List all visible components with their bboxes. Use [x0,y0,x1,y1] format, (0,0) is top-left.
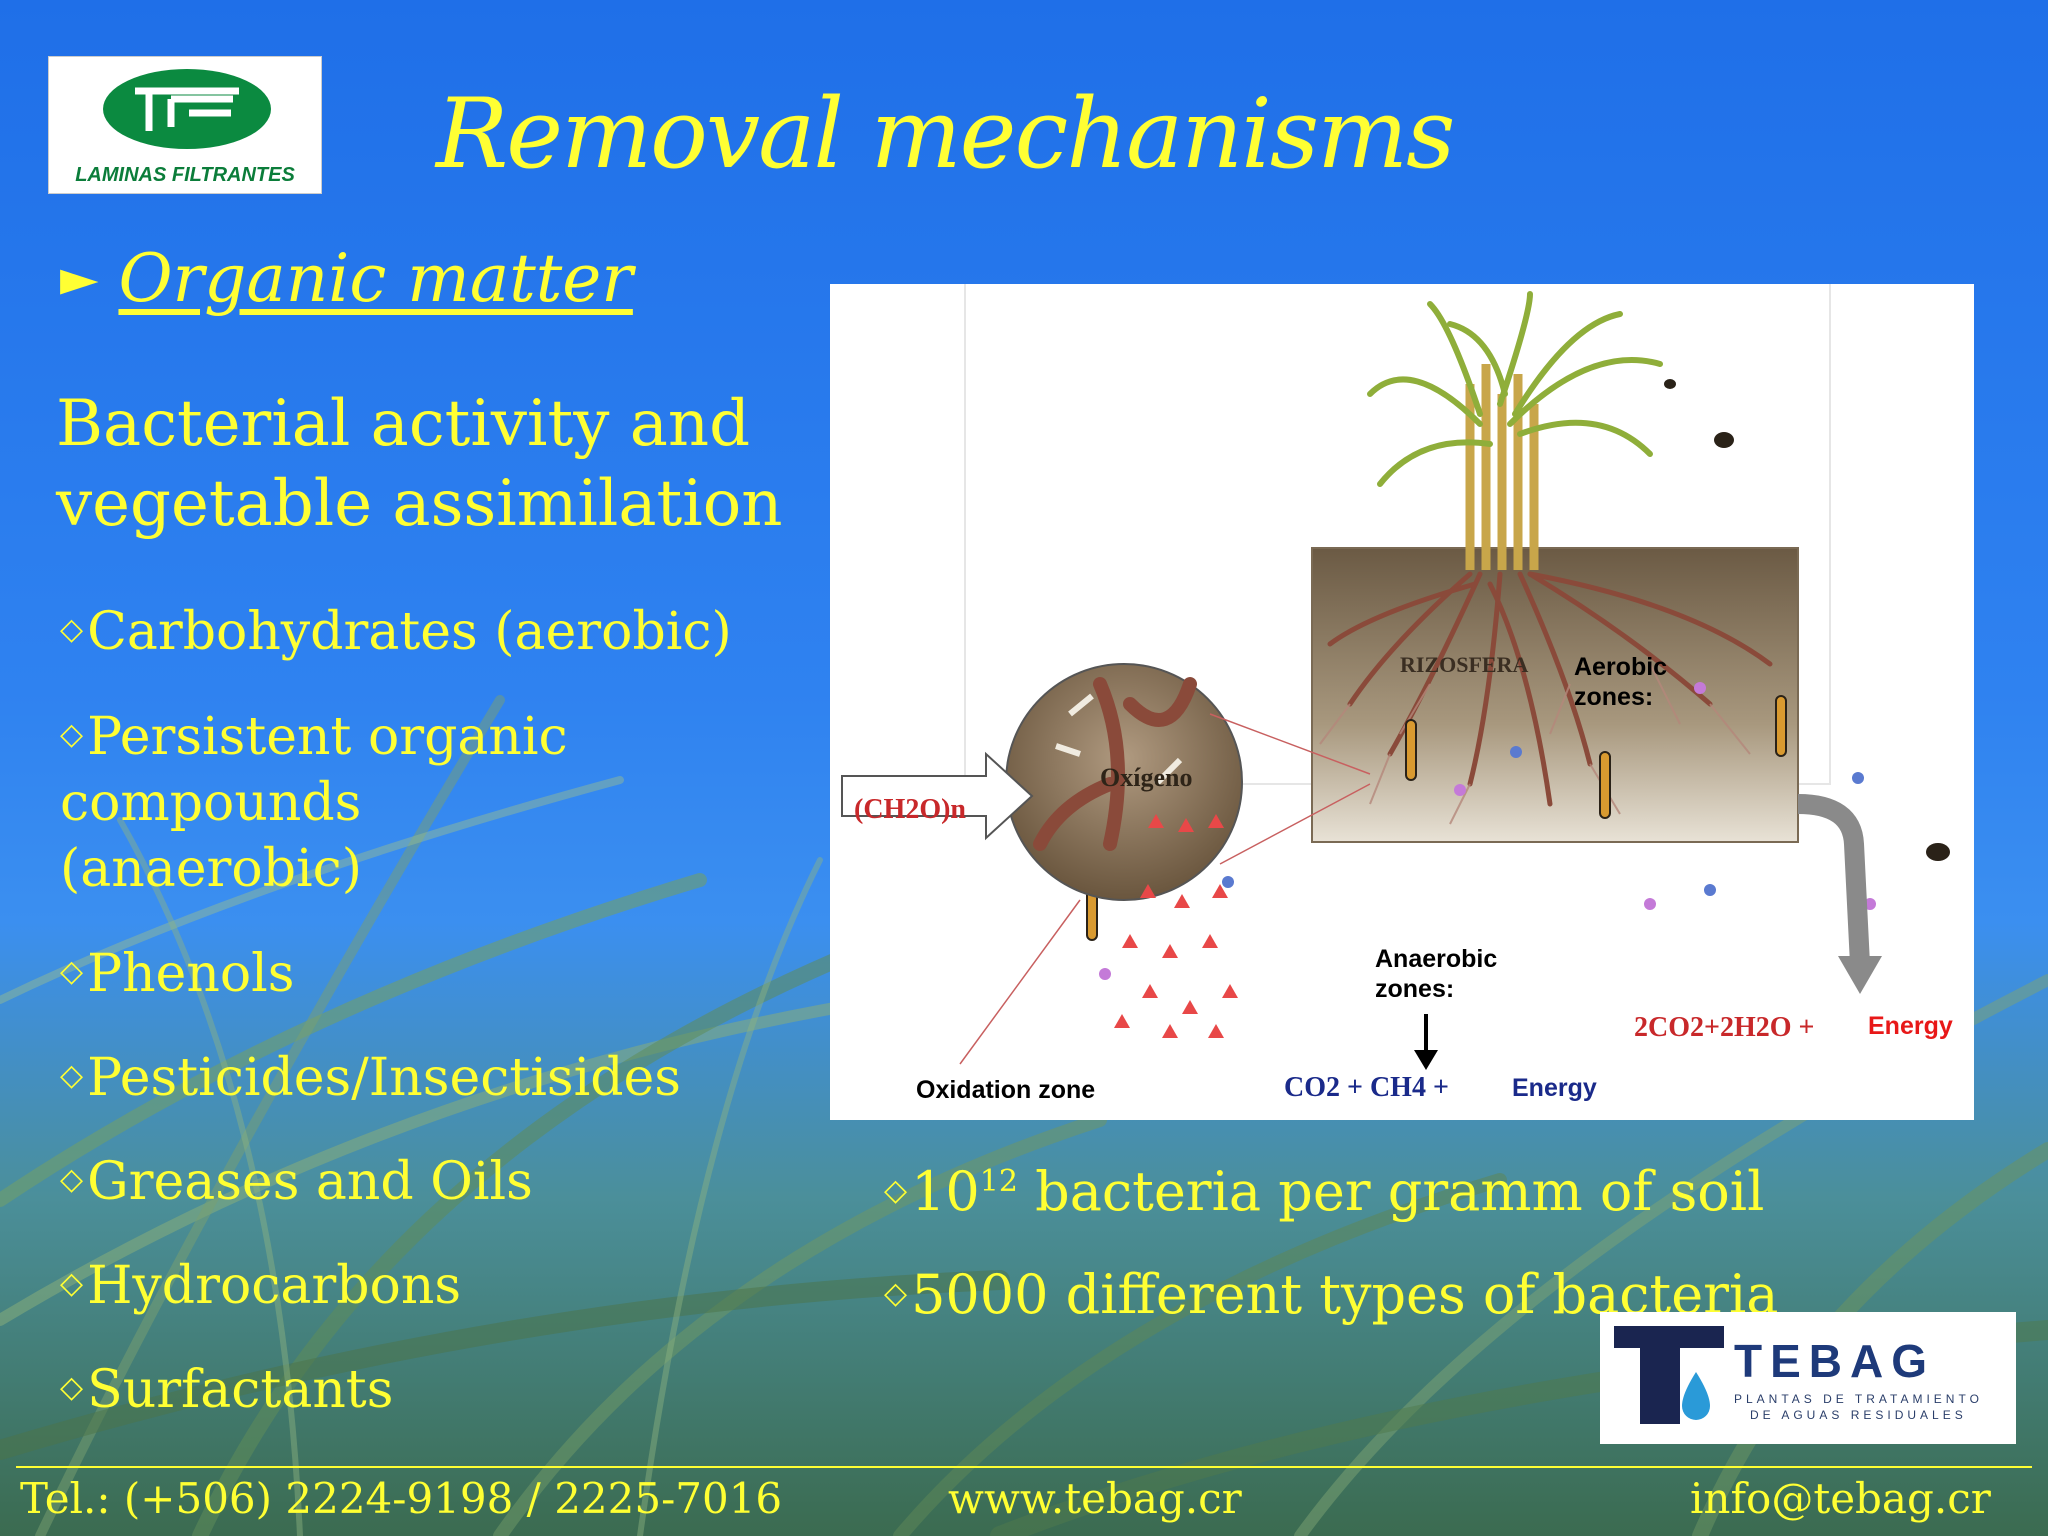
aerobic-zones-label: Aerobic zones: [1574,653,1668,711]
rizosfera-label: RIZOSFERA [1400,652,1528,677]
intro-line-2: vegetable assimilation [56,467,783,541]
list-item: ◇Carbohydrates (aerobic) [60,602,732,662]
tebag-logo: TEBAG PLANTAS DE TRATAMIENTO DE AGUAS RE… [1600,1312,2016,1444]
tebag-emblem-icon [1614,1326,1724,1424]
footer-divider [16,1466,2032,1468]
fact-bacteria-count: ◇1012 bacteria per gramm of soil [884,1160,1765,1223]
list-item: ◇Greases and Oils [60,1152,533,1212]
rhizosphere-diagram: RIZOSFERA Oxígeno (CH2O)n CO2 + CH4 + 2C… [830,284,1974,1120]
diamond-bullet-icon: ◇ [60,612,84,647]
diamond-bullet-icon: ◇ [884,1173,908,1208]
diamond-bullet-icon: ◇ [60,954,84,989]
tebag-subtitle-1: PLANTAS DE TRATAMIENTO [1734,1392,1983,1406]
anaerobic-zones-label: Anaerobic zones: [1375,945,1498,1003]
list-item: ◇Phenols [60,944,295,1004]
diamond-bullet-icon: ◇ [60,1370,84,1405]
input-formula-label: (CH2O)n [854,794,966,825]
diamond-bullet-icon: ◇ [60,1266,84,1301]
subheading-text: Organic matter [118,240,633,317]
rhizosphere-illustration: RIZOSFERA Oxígeno (CH2O)n CO2 + CH4 + 2C… [841,284,1950,1103]
list-item: ◇Surfactants [60,1360,394,1420]
aerobic-energy-label: Energy [1868,1012,1953,1040]
oxigeno-label: Oxígeno [1100,763,1192,792]
subheading: ► Organic matter [60,240,633,317]
footer-email[interactable]: info@tebag.cr [1690,1474,1991,1523]
anaerobic-formula: CO2 + CH4 + [1284,1072,1449,1103]
soil-block [1311,547,1799,843]
oxidation-zone-label: Oxidation zone [916,1076,1096,1104]
list-item: ◇Hydrocarbons [60,1256,462,1316]
list-item: ◇Pesticides/Insectisides [60,1048,681,1108]
anaerobic-energy-label: Energy [1512,1074,1597,1102]
compound-list: ◇Carbohydrates (aerobic) ◇Persistent org… [60,598,840,1460]
footer-phone: Tel.: (+506) 2224-9198 / 2225-7016 [20,1474,783,1523]
diamond-bullet-icon: ◇ [884,1276,908,1311]
laminas-logo-text: LAMINAS FILTRANTES [75,164,295,186]
aerobic-formula: 2CO2+2H2O + [1634,1012,1814,1043]
diamond-bullet-icon: ◇ [60,1058,84,1093]
diamond-bullet-icon: ◇ [60,1162,84,1197]
intro-line-1: Bacterial activity and [56,387,751,461]
laminas-emblem-icon [103,69,271,149]
list-item: ◇Persistent organic compounds(anaerobic) [60,707,568,899]
footer-website[interactable]: www.tebag.cr [948,1474,1242,1523]
laminas-filtrantes-logo: LAMINAS FILTRANTES [48,56,322,194]
diamond-bullet-icon: ◇ [60,717,84,752]
tebag-name: TEBAG [1734,1335,1935,1387]
bacteria-facts: ◇1012 bacteria per gramm of soil ◇5000 d… [884,1148,1778,1363]
triangle-bullet-icon: ► [60,249,99,307]
intro-text: Bacterial activity and vegetable assimil… [56,384,796,544]
slide-title: Removal mechanisms [436,78,1455,190]
tebag-subtitle-2: DE AGUAS RESIDUALES [1750,1408,1967,1422]
